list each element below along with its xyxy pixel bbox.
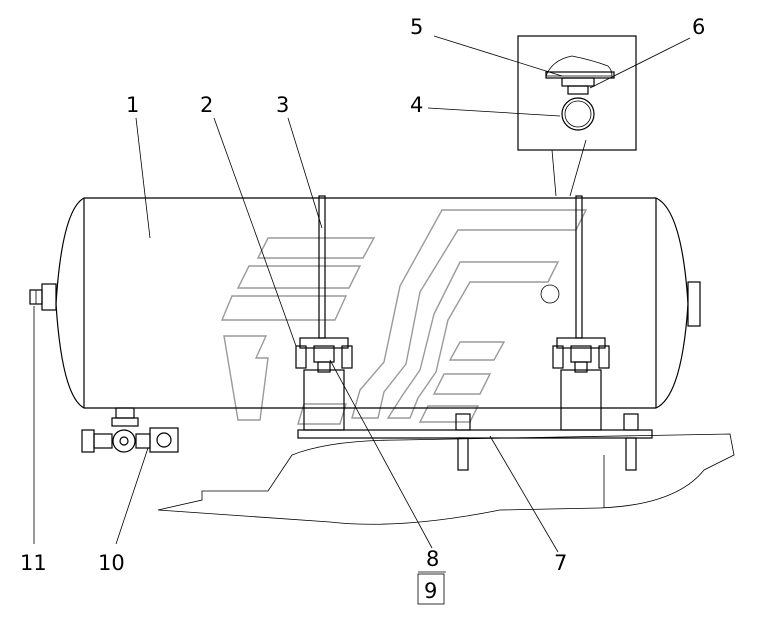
drain-valve [81,407,179,453]
callout-4: 4 [410,93,423,117]
callout-11: 11 [20,551,47,575]
callout-7: 7 [554,551,567,575]
leader-lines [33,35,691,553]
callout-10: 10 [98,551,125,575]
port-fitting [29,283,57,311]
callout-5: 5 [410,15,423,39]
callout-3: 3 [276,93,289,117]
mounting-bracket [297,413,653,471]
chassis-frame-outline [157,433,735,525]
callout-9: 9 [424,579,437,603]
callout-6: 6 [692,15,705,39]
callout-1: 1 [126,93,139,117]
callout-2: 2 [200,93,213,117]
left-strap-clamp [295,195,353,431]
watermark-logo [220,209,588,425]
air-receiver-tank [55,197,701,409]
callout-9-box [417,573,445,605]
right-strap-clamp [552,195,610,431]
detail-view [517,35,637,197]
callout-8: 8 [426,547,439,571]
